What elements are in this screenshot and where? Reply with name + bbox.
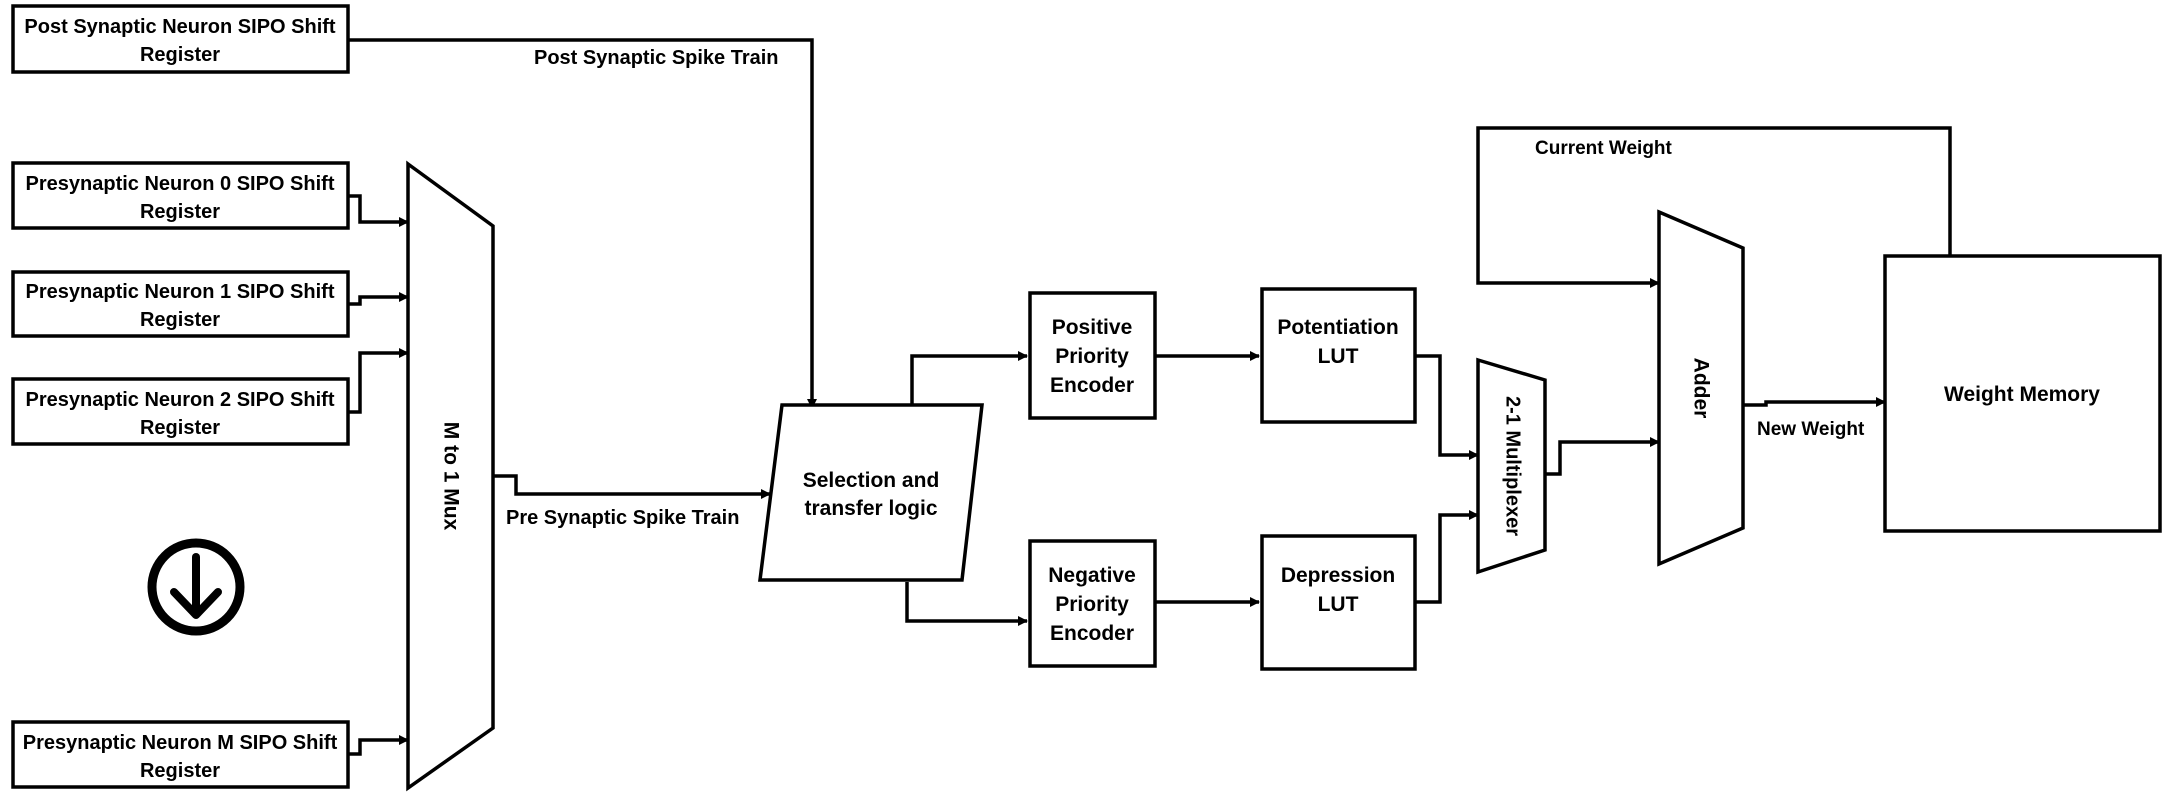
- wire-pre1-to-mux: [348, 292, 409, 306]
- pre2-sipo-label-2: Register: [140, 417, 220, 439]
- preM-sipo-label-2: Register: [140, 760, 220, 782]
- pre0-sipo-label-1: Presynaptic Neuron 0 SIPO Shift: [26, 173, 335, 195]
- wires: [348, 38, 1952, 756]
- pot-lut-label-2: LUT: [1318, 345, 1359, 368]
- post-sipo-label-1: Post Synaptic Neuron SIPO Shift: [24, 16, 335, 38]
- post-sipo-label-2: Register: [140, 44, 220, 66]
- pos-encoder-label-1: Positive: [1052, 316, 1133, 339]
- wire-current-weight: [1476, 126, 1952, 288]
- neg-encoder-label-3: Encoder: [1050, 622, 1134, 645]
- depression-lut: Depression LUT: [1260, 534, 1417, 671]
- wire-new-weight: [1743, 397, 1886, 407]
- pos-encoder-label-3: Encoder: [1050, 374, 1134, 397]
- mux-label: M to 1 Mux: [439, 422, 462, 531]
- negative-priority-encoder: Negative Priority Encoder: [1028, 539, 1157, 668]
- two-to-one-multiplexer: 2-1 Multiplexer: [1476, 357, 1547, 575]
- mux21-label: 2-1 Multiplexer: [1502, 396, 1524, 536]
- preM-sipo-register: Presynaptic Neuron M SIPO Shift Register: [11, 720, 350, 789]
- wire-dep-to-mux21: [1415, 510, 1479, 604]
- circle-arrow-down-icon: [147, 538, 245, 636]
- new-weight-label: New Weight: [1757, 419, 1865, 440]
- wire-pre2-to-mux: [348, 348, 409, 414]
- pre1-sipo-register: Presynaptic Neuron 1 SIPO Shift Register: [11, 270, 350, 338]
- positive-priority-encoder: Positive Priority Encoder: [1028, 291, 1157, 420]
- wire-pre0-to-mux: [348, 194, 409, 227]
- adder: Adder: [1657, 209, 1745, 567]
- pre2-sipo-register: Presynaptic Neuron 2 SIPO Shift Register: [11, 377, 350, 446]
- pre1-sipo-label-2: Register: [140, 309, 220, 331]
- adder-label: Adder: [1689, 358, 1712, 419]
- potentiation-lut: Potentiation LUT: [1260, 287, 1417, 424]
- wire-pre-spike: [493, 474, 771, 499]
- weight-memory-label: Weight Memory: [1944, 383, 2100, 406]
- pos-encoder-label-2: Priority: [1055, 345, 1129, 368]
- post-sipo-register: Post Synaptic Neuron SIPO Shift Register: [11, 4, 350, 74]
- pre0-sipo-label-2: Register: [140, 201, 220, 223]
- selection-label-2: transfer logic: [804, 497, 937, 520]
- weight-memory: Weight Memory: [1883, 254, 2162, 533]
- wire-mux21-to-adder: [1545, 437, 1660, 476]
- neg-encoder-label-1: Negative: [1048, 564, 1136, 587]
- wire-sel-to-neg: [905, 582, 1028, 626]
- selection-transfer-logic: Selection and transfer logic: [758, 403, 984, 582]
- pre2-sipo-label-1: Presynaptic Neuron 2 SIPO Shift: [26, 389, 335, 411]
- wire-pot-to-mux21: [1415, 354, 1479, 460]
- pot-lut-label-1: Potentiation: [1277, 316, 1398, 339]
- current-weight-label: Current Weight: [1535, 138, 1673, 159]
- wire-preM-to-mux: [348, 735, 409, 756]
- m-to-1-mux: M to 1 Mux: [406, 160, 495, 792]
- wire-post-spike: [348, 38, 817, 409]
- pre0-sipo-register: Presynaptic Neuron 0 SIPO Shift Register: [11, 161, 350, 230]
- post-spike-label: Post Synaptic Spike Train: [534, 47, 779, 69]
- selection-label-1: Selection and: [803, 469, 940, 492]
- neg-encoder-label-2: Priority: [1055, 593, 1129, 616]
- pre1-sipo-label-1: Presynaptic Neuron 1 SIPO Shift: [26, 281, 335, 303]
- preM-sipo-label-1: Presynaptic Neuron M SIPO Shift: [23, 732, 338, 754]
- dep-lut-label-1: Depression: [1281, 564, 1395, 587]
- dep-lut-label-2: LUT: [1318, 593, 1359, 616]
- wire-sel-to-pos: [910, 351, 1028, 405]
- pre-spike-label: Pre Synaptic Spike Train: [506, 507, 739, 529]
